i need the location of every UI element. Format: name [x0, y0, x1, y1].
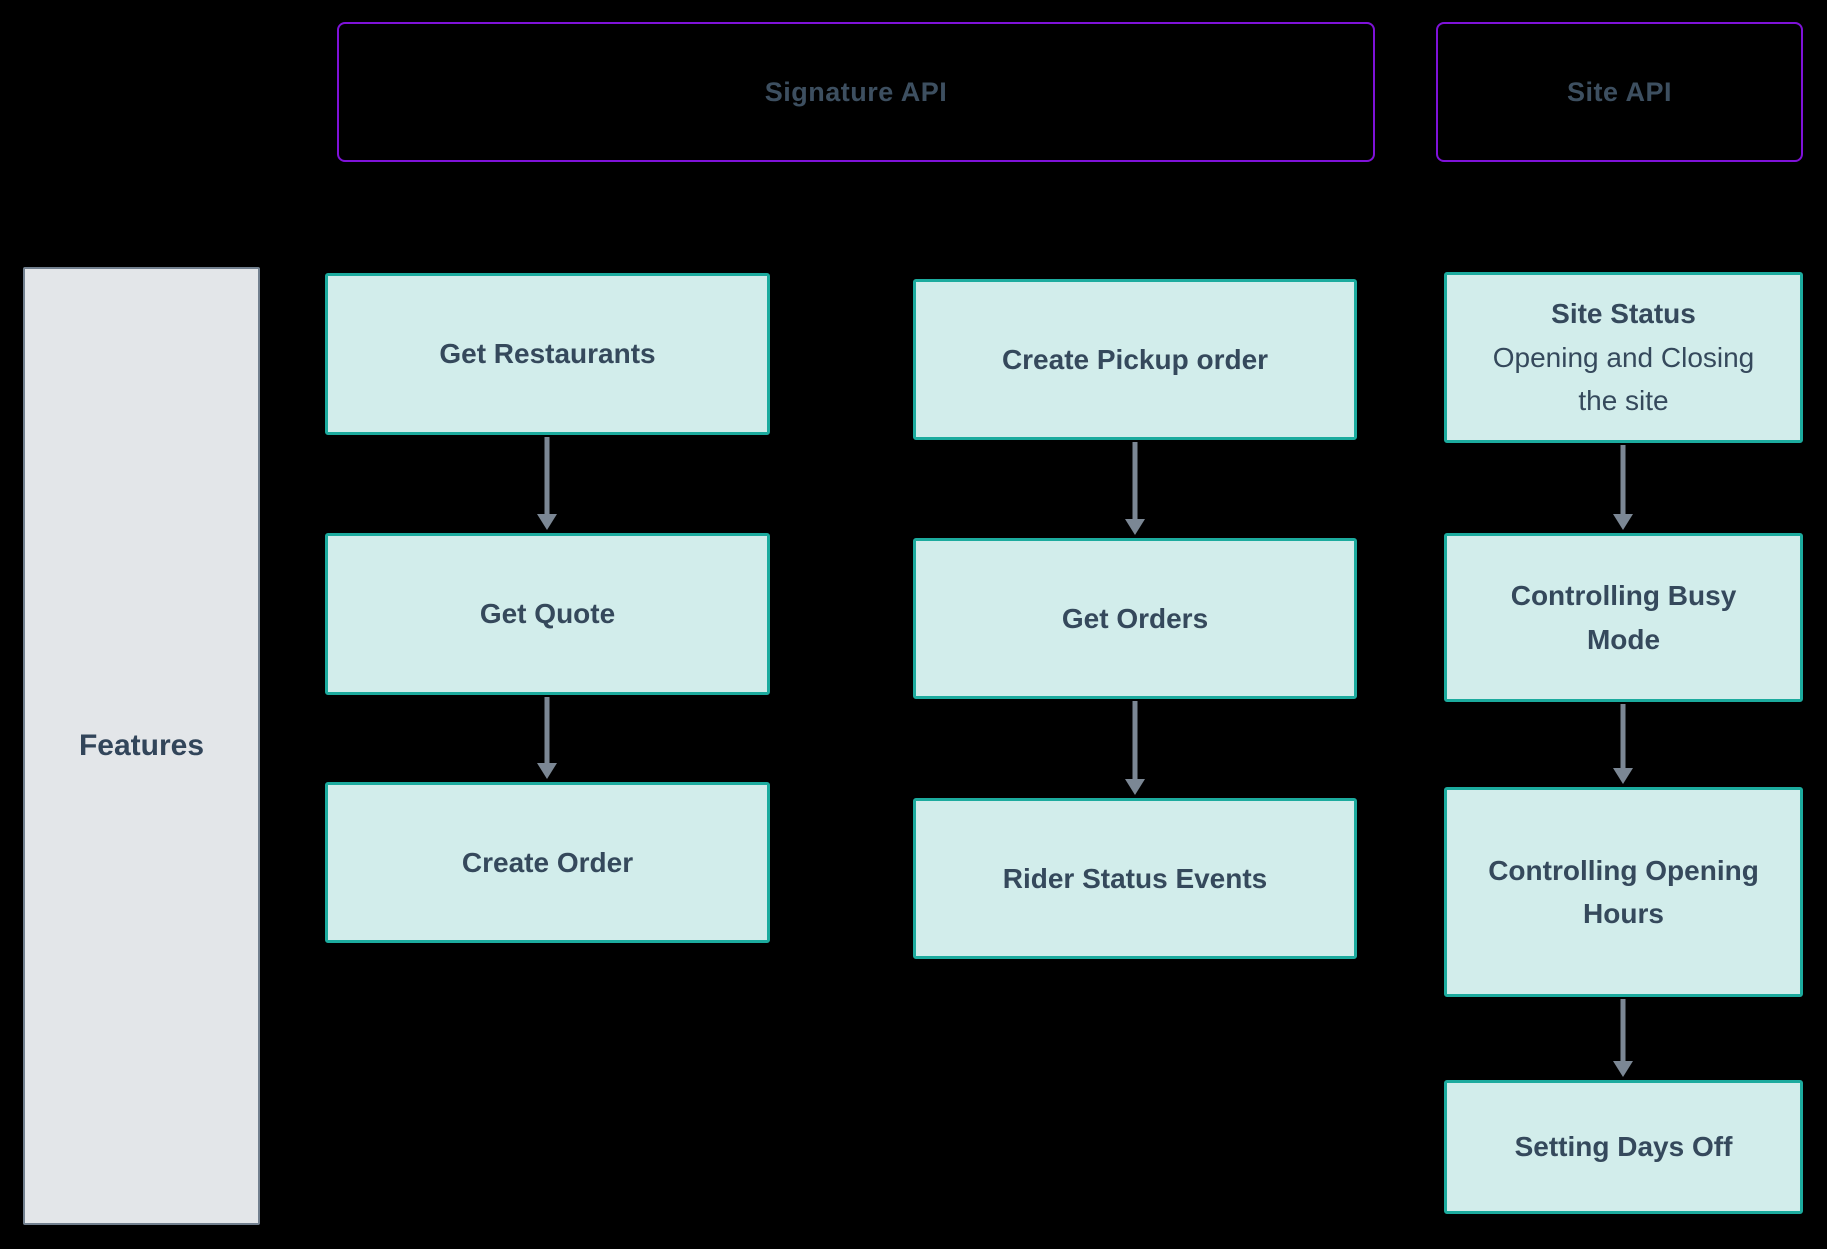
node-get-orders: Get Orders — [913, 538, 1357, 699]
node-controlling-busy-mode: Controlling Busy Mode — [1444, 533, 1803, 702]
features-box: Features — [23, 267, 260, 1225]
node-create-order: Create Order — [325, 782, 770, 943]
group-label-site-api: Site API — [1566, 76, 1673, 107]
node-title: Create Pickup order — [1001, 343, 1269, 375]
node-title: Get Quote — [479, 598, 616, 630]
arrow-down-icon — [537, 697, 557, 779]
node-title: Rider Status Events — [1002, 862, 1268, 894]
arrow-down-icon — [537, 437, 557, 530]
node-title: Setting Days Off — [1514, 1131, 1733, 1163]
node-controlling-opening-hours: Controlling Opening Hours — [1444, 787, 1803, 997]
node-title: Create Order — [461, 846, 634, 878]
node-title: Controlling Busy Mode — [1510, 580, 1737, 655]
arrow-down-icon — [1125, 442, 1145, 535]
group-box-signature-api: Signature API — [337, 22, 1375, 162]
node-get-quote: Get Quote — [325, 533, 770, 695]
arrow-down-icon — [1613, 704, 1633, 784]
node-setting-days-off: Setting Days Off — [1444, 1080, 1803, 1214]
node-create-pickup-order: Create Pickup order — [913, 279, 1357, 440]
arrow-down-icon — [1125, 701, 1145, 795]
node-title: Controlling Opening Hours — [1488, 854, 1759, 929]
node-title: Site Status — [1551, 298, 1696, 330]
node-get-restaurants: Get Restaurants — [325, 273, 770, 435]
group-label-signature-api: Signature API — [764, 76, 948, 107]
arrow-down-icon — [1613, 445, 1633, 530]
node-title: Get Restaurants — [439, 338, 656, 370]
node-title: Get Orders — [1061, 602, 1209, 634]
arrow-down-icon — [1613, 999, 1633, 1077]
group-box-site-api: Site API — [1436, 22, 1803, 162]
node-rider-status-events: Rider Status Events — [913, 798, 1357, 959]
features-label: Features — [78, 729, 205, 762]
node-subtitle: Opening and Closing the site — [1492, 341, 1755, 417]
node-site-status: Site Status Opening and Closing the site — [1444, 272, 1803, 443]
